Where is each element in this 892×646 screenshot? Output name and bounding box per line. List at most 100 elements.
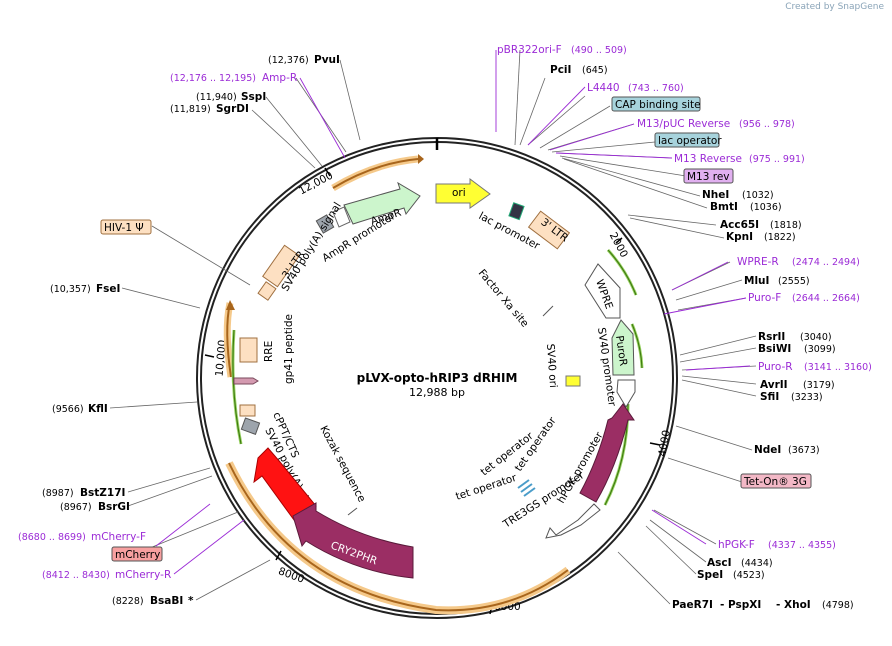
wprer-pos: (2474 .. 2494)	[792, 257, 860, 268]
acc65i-label[interactable]: Acc65I	[720, 219, 759, 231]
gp41-label: gp41 peptide	[283, 314, 295, 384]
avrii-pos: (3179)	[803, 380, 835, 391]
rsrii-label[interactable]: RsrII	[758, 331, 785, 343]
bstz-label[interactable]: BstZ17I	[80, 487, 125, 499]
fsei-pos: (10,357)	[50, 284, 91, 295]
m13revbox-box[interactable]	[683, 168, 734, 184]
lac-promoter-feature[interactable]	[508, 202, 525, 221]
hpgk-promoter-feature[interactable]	[579, 403, 635, 503]
lacop-box[interactable]	[654, 132, 720, 148]
purof-primer[interactable]: Puro-F	[748, 292, 781, 304]
factor-xa-line	[542, 305, 554, 317]
puror-feature[interactable]	[611, 319, 635, 376]
m13rev-primer[interactable]: M13 Reverse	[674, 153, 742, 165]
tick-2000: 2000	[607, 230, 630, 259]
puror-label: PuroR	[613, 335, 629, 367]
ndei-label[interactable]: NdeI	[754, 444, 781, 456]
mcherry-box[interactable]	[111, 546, 163, 562]
bsiwi-pos: (3099)	[804, 344, 836, 355]
bsrgi-pos: (8967)	[60, 502, 92, 513]
asci-label[interactable]: AscI	[707, 557, 732, 569]
ltr-left-feature[interactable]	[262, 244, 300, 288]
avrii-label[interactable]: AvrII	[760, 379, 788, 391]
cry2phr-feature[interactable]	[292, 502, 414, 579]
pbr322-primer[interactable]: pBR322ori-F	[497, 44, 562, 56]
ampr-promoter-feature[interactable]	[332, 206, 351, 228]
cap-box[interactable]	[611, 96, 701, 112]
cap-label: CAP binding site	[615, 99, 701, 111]
ampr-primer[interactable]: Amp-R	[262, 72, 297, 84]
asci-pos: (4434)	[741, 558, 773, 569]
xhoi-label[interactable]: - XhoI	[776, 599, 811, 611]
bmti-pos: (1036)	[750, 202, 782, 213]
sgrdi-label[interactable]: SgrDI	[216, 103, 249, 115]
pcii-pos: (645)	[582, 65, 608, 76]
sv40-polya-top-feature[interactable]	[315, 214, 335, 234]
m13revbox-label: M13 rev	[687, 171, 730, 183]
mlui-pos: (2555)	[778, 276, 810, 287]
sgrdi-pos: (11,819)	[170, 104, 211, 115]
factor-xa-label: Factor Xa site	[476, 267, 531, 329]
rre-label: RRE	[263, 341, 275, 362]
m13rev-pos: (975 .. 991)	[749, 154, 805, 165]
nhei-top-pos: (1032)	[742, 190, 774, 201]
wprer-primer[interactable]: WPRE-R	[737, 256, 779, 268]
kpni-pos: (1822)	[764, 232, 796, 243]
bsrgi-label[interactable]: BsrGI	[98, 501, 130, 513]
l4440-primer[interactable]: L4440	[587, 82, 620, 94]
m13puc-primer[interactable]: M13/pUC Reverse	[637, 118, 730, 130]
kfli-pos: (9566)	[52, 404, 84, 415]
pvui-pos: (12,376)	[268, 55, 309, 66]
hiv-box[interactable]	[100, 219, 152, 235]
kpni-label[interactable]: KpnI	[726, 231, 753, 243]
cppt-feature[interactable]	[239, 404, 256, 417]
sv40-promoter-feature[interactable]	[616, 379, 636, 408]
mcherryf-pos: (8680 .. 8699)	[18, 532, 86, 543]
spei-label[interactable]: SpeI	[697, 569, 723, 581]
mcherryr-primer[interactable]: mCherry-R	[115, 569, 171, 581]
puror-primer-pos: (3141 .. 3160)	[804, 362, 872, 373]
bsabi-pos: (8228)	[112, 596, 144, 607]
hpgkf-primer[interactable]: hPGK-F	[718, 539, 755, 551]
kozak-label: Kozak sequence	[317, 424, 367, 504]
mcherry-label: mCherry	[115, 549, 160, 561]
purof-pos: (2644 .. 2664)	[792, 293, 860, 304]
kfli-label[interactable]: KflI	[88, 403, 108, 415]
tet-operator-marks	[517, 479, 536, 497]
sv40-ori-feature[interactable]	[565, 375, 581, 387]
ampr-feature[interactable]	[343, 181, 421, 225]
plasmid-size: 12,988 bp	[409, 386, 465, 399]
mcherryf-primer[interactable]: mCherry-F	[91, 531, 146, 543]
sv40-polya-left-feature[interactable]	[240, 417, 261, 436]
bsiwi-label[interactable]: BsiWI	[758, 343, 791, 355]
mlui-label[interactable]: MluI	[744, 275, 769, 287]
hpgkf-pos: (4337 .. 4355)	[768, 540, 836, 551]
tick-4000: 4000	[656, 429, 672, 457]
wpre-feature[interactable]	[584, 263, 621, 319]
paer7i-label[interactable]: PaeR7I	[672, 599, 713, 611]
bsabi-label[interactable]: BsaBI	[150, 595, 183, 607]
pvui-label[interactable]: PvuI	[314, 54, 340, 66]
arc-arrow-left	[226, 300, 235, 310]
ltr-right-feature[interactable]	[527, 210, 571, 250]
pcii-label[interactable]: PciI	[550, 64, 571, 76]
nhei-top-label[interactable]: NheI	[702, 189, 729, 201]
ltr-left-small	[257, 281, 277, 301]
pbr322-pos: (490 .. 509)	[571, 45, 627, 56]
puror-primer[interactable]: Puro-R	[758, 361, 793, 373]
teton-box[interactable]	[740, 473, 812, 489]
acc65i-pos: (1818)	[770, 220, 802, 231]
rre-feature[interactable]	[239, 337, 258, 363]
sfii-label[interactable]: SfiI	[760, 391, 779, 403]
ori-feature[interactable]	[435, 178, 491, 209]
tre3gs-feature[interactable]	[545, 503, 601, 539]
l4440-pos: (743 .. 760)	[628, 83, 684, 94]
sspi-label[interactable]: SspI	[241, 91, 266, 103]
m13puc-pos: (956 .. 978)	[739, 119, 795, 130]
xhoi-pos: (4798)	[822, 600, 854, 611]
bmti-label[interactable]: BmtI	[710, 201, 738, 213]
pspxi-label[interactable]: - PspXI	[720, 599, 761, 611]
gp41-feature[interactable]	[233, 377, 259, 385]
fsei-label[interactable]: FseI	[96, 283, 120, 295]
